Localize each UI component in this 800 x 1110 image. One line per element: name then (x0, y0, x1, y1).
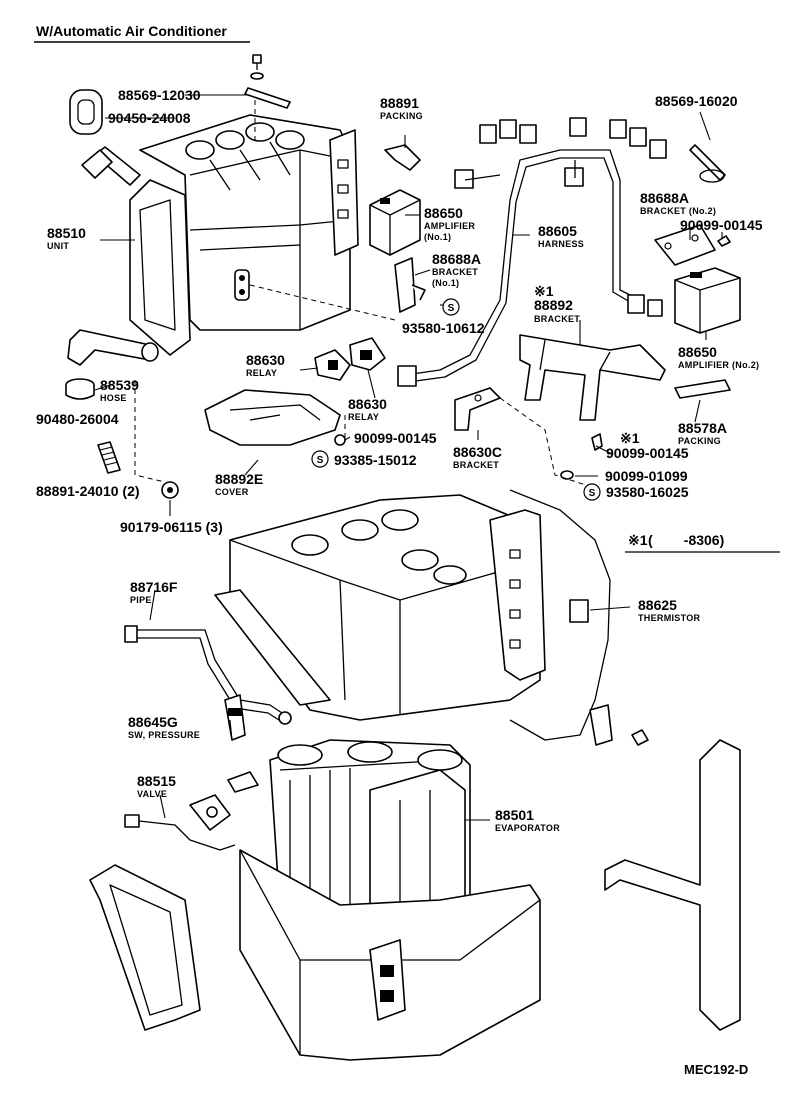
part-number: 88569-16020 (655, 93, 738, 109)
strap-part (244, 54, 291, 109)
part-number: 90099-00145 (606, 445, 689, 461)
part-name: THERMISTOR (638, 613, 701, 623)
part-name: BRACKET (No.2) (640, 206, 716, 216)
s-symbol-text: S (589, 488, 596, 499)
s-symbol-text: S (317, 455, 324, 466)
part-name: HARNESS (538, 239, 584, 249)
screw-part-top (717, 235, 731, 247)
part-name-2: (No.1) (432, 278, 459, 288)
part-number: 88578A (678, 420, 727, 436)
part-labels: 88569-12030 90450-24008 88510 UNIT 88891… (36, 87, 763, 833)
part-name: COVER (215, 487, 249, 497)
relay-parts (314, 337, 386, 381)
part-name: PACKING (380, 111, 423, 121)
part-name: PIPE (130, 595, 152, 605)
part-name: BRACKET (534, 314, 580, 324)
serial-marker: ※1 (628, 532, 648, 548)
upper-case (214, 494, 546, 721)
leader-lines (94, 94, 723, 821)
part-number: 93580-10612 (402, 320, 485, 336)
part-name: RELAY (348, 412, 379, 422)
unit-housing (81, 114, 359, 356)
part-name: PACKING (678, 436, 721, 446)
serial-range: ( -8306) (648, 532, 724, 548)
part-number: 88515 (137, 773, 176, 789)
packing-part (384, 144, 421, 171)
evaporator-part (269, 739, 471, 921)
s-symbol-text: S (448, 303, 455, 314)
part-name: BRACKET (453, 460, 499, 470)
pipe-part (124, 625, 292, 725)
part-number: 88650 (424, 205, 463, 221)
part-number: 88688A (640, 190, 689, 206)
part-number: 90480-26004 (36, 411, 119, 427)
part-number: 93580-16025 (606, 484, 689, 500)
part-marker: ※1 (534, 283, 554, 299)
pressure-switch-part (224, 694, 246, 741)
title-text: W/Automatic Air Conditioner (36, 23, 227, 39)
part-number: 88891 (380, 95, 419, 111)
part-number: 88625 (638, 597, 677, 613)
part-name: HOSE (100, 393, 127, 403)
grommet-part (69, 89, 103, 135)
part-number: 88892 (534, 297, 573, 313)
cap-part (65, 378, 95, 400)
part-number: 88630 (246, 352, 285, 368)
s-symbols: S S S (311, 298, 601, 501)
part-number: 88501 (495, 807, 534, 823)
serial-range-note: ※1 ( -8306) (625, 532, 780, 553)
diagram-title: W/Automatic Air Conditioner (34, 23, 250, 43)
part-name: EVAPORATOR (495, 823, 560, 833)
packing-strip-part (674, 379, 731, 399)
screw-part-mid (334, 434, 346, 446)
part-number: 88645G (128, 714, 178, 730)
part-number: 88891-24010 (2) (36, 483, 140, 499)
part-name: AMPLIFIER (No.2) (678, 360, 759, 370)
cover-part (204, 389, 341, 446)
part-number: 90099-00145 (354, 430, 437, 446)
bracket-no2-part (654, 224, 716, 266)
bracket-large-part (519, 334, 666, 421)
part-name-2: (No.1) (424, 232, 451, 242)
part-number: 88630C (453, 444, 502, 460)
hose-part (67, 329, 159, 366)
clamp-strap-part (689, 144, 726, 183)
part-number: 93385-15012 (334, 452, 417, 468)
part-number: 88605 (538, 223, 577, 239)
part-number: 88539 (100, 377, 139, 393)
amplifier-no1-part (369, 189, 421, 256)
part-number: 90099-00145 (680, 217, 763, 233)
part-number: 88569-12030 (118, 87, 201, 103)
part-number: 90179-06115 (3) (120, 519, 223, 535)
stud-part (97, 441, 121, 474)
part-number: 88630 (348, 396, 387, 412)
part-name: BRACKET (432, 267, 478, 277)
washer-parts (560, 433, 603, 480)
part-number: 90099-01099 (605, 468, 688, 484)
part-marker: ※1 (620, 430, 640, 446)
part-name: RELAY (246, 368, 277, 378)
part-number: 88650 (678, 344, 717, 360)
thermistor-part (509, 489, 649, 746)
relay-bracket-part (454, 387, 501, 431)
seal-strip-right (604, 739, 741, 1031)
part-number: 88892E (215, 471, 263, 487)
part-name: AMPLIFIER (424, 221, 475, 231)
lower-case (239, 849, 541, 1061)
bracket-no1-part (394, 257, 426, 313)
part-number: 88510 (47, 225, 86, 241)
amplifier-no2-part (674, 267, 741, 334)
part-number: 90450-24008 (108, 110, 191, 126)
seal-frame-left (89, 864, 201, 1031)
harness-part (397, 117, 667, 387)
part-name: VALVE (137, 789, 167, 799)
part-number: 88716F (130, 579, 178, 595)
nut-part (161, 481, 179, 499)
diagram-code: MEC192-D (684, 1062, 748, 1077)
part-name: SW, PRESSURE (128, 730, 200, 740)
part-name: UNIT (47, 241, 69, 251)
part-number: 88688A (432, 251, 481, 267)
expansion-valve-part (124, 771, 259, 851)
